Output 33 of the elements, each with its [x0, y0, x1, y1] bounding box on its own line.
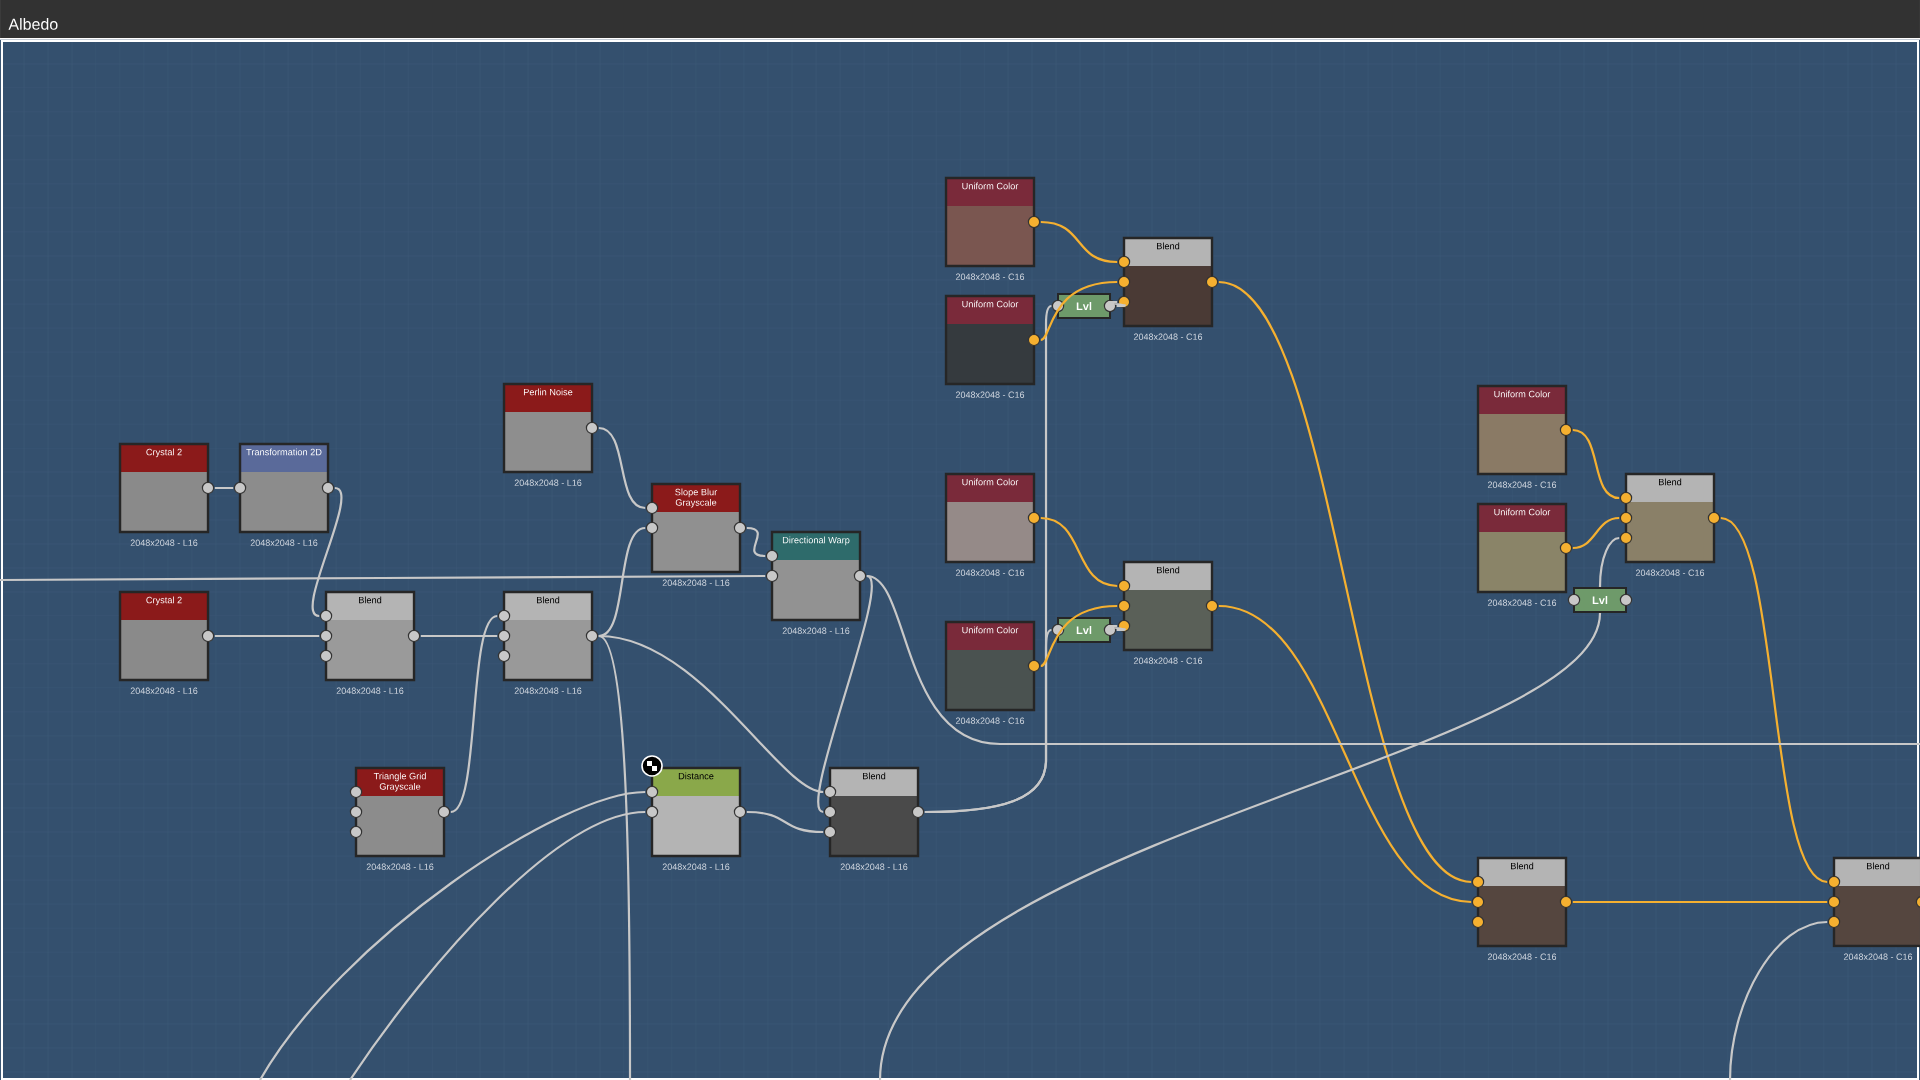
connector: [1218, 280, 1472, 883]
connector: [746, 810, 824, 834]
connector: [1572, 900, 1828, 904]
connector: [817, 575, 873, 813]
connector: [311, 487, 343, 617]
connector: [0, 574, 766, 582]
connector: [259, 790, 646, 1080]
connector: [1218, 604, 1472, 904]
connector: [866, 574, 1920, 746]
connector: [420, 634, 498, 638]
connector: [450, 615, 498, 813]
connector: [1109, 624, 1125, 632]
connector: [598, 635, 632, 1080]
connector: [214, 634, 320, 638]
connector: [598, 426, 646, 510]
connector: [1040, 220, 1118, 264]
connector: [1040, 604, 1118, 667]
connector: [1572, 516, 1620, 550]
connector: [598, 634, 824, 794]
connector: [598, 526, 646, 638]
connector: [1598, 536, 1620, 587]
tab-title: Albedo: [8, 18, 58, 30]
connector: [1728, 920, 1828, 1080]
connector: [1572, 428, 1620, 500]
connector: [1109, 300, 1125, 308]
connector: [878, 612, 1602, 1080]
connector: [1720, 517, 1828, 883]
connector: [349, 810, 646, 1080]
connector: [1040, 516, 1118, 588]
connector: [214, 486, 234, 490]
connector: [924, 629, 1052, 814]
connector: [1040, 280, 1118, 341]
connector: [746, 526, 766, 558]
